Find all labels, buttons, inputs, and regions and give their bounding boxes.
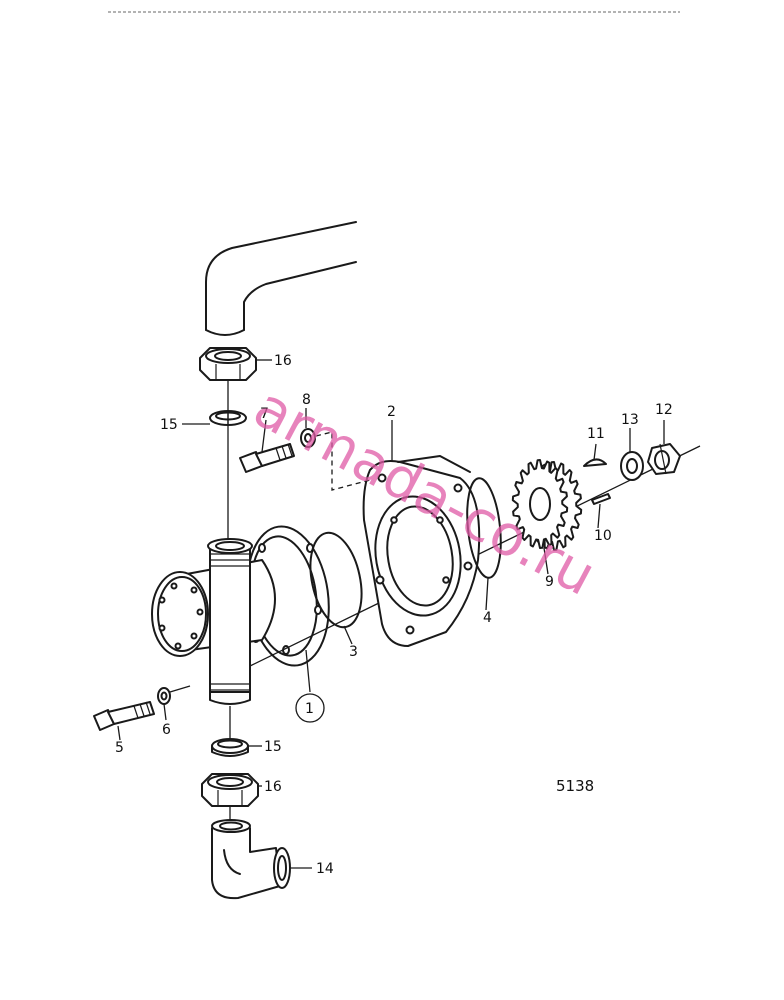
callout-8: 8	[302, 392, 311, 408]
nut-12	[647, 443, 681, 475]
pump-housing	[151, 525, 330, 705]
cover-plate	[362, 455, 481, 647]
lower-hex-nut	[201, 773, 259, 807]
callout-11: 11	[587, 426, 605, 442]
callout-4: 4	[483, 610, 492, 626]
callout-13: 13	[621, 412, 639, 428]
pin-10	[591, 493, 611, 505]
drawing-number: 5138	[556, 777, 594, 795]
callout-6: 6	[162, 722, 171, 738]
upper-hex-nut	[199, 347, 257, 381]
leader-lines	[117, 359, 665, 869]
svg-text:1: 1	[305, 701, 314, 717]
callout-5: 5	[115, 740, 124, 756]
callout-14: 14	[316, 861, 334, 877]
bolt-7	[239, 443, 295, 473]
alignment-dashed-line	[315, 431, 371, 491]
callout-12: 12	[655, 402, 673, 418]
callout-16-lower: 16	[264, 779, 282, 795]
callout-10: 10	[594, 528, 612, 544]
washer-8	[300, 428, 316, 448]
callout-15-lower: 15	[264, 739, 282, 755]
callout-16-upper: 16	[274, 353, 292, 369]
lower-sealing-ring	[211, 738, 249, 757]
o-ring-3	[309, 531, 363, 629]
washer-6	[157, 687, 171, 705]
elbow-fitting-14	[211, 819, 291, 900]
callout-15-upper: 15	[160, 417, 178, 433]
callout-2: 2	[387, 404, 396, 420]
o-ring-4	[466, 477, 502, 579]
callout-7: 7	[260, 406, 269, 422]
bolt-5	[93, 701, 155, 731]
upper-pipe	[205, 221, 357, 336]
callout-3: 3	[349, 644, 358, 660]
callout-9: 9	[545, 574, 554, 590]
callout-1-circled: 1	[295, 693, 325, 723]
woodruff-key-11	[583, 458, 607, 467]
washer-13	[620, 451, 644, 481]
drive-gear	[511, 459, 583, 551]
